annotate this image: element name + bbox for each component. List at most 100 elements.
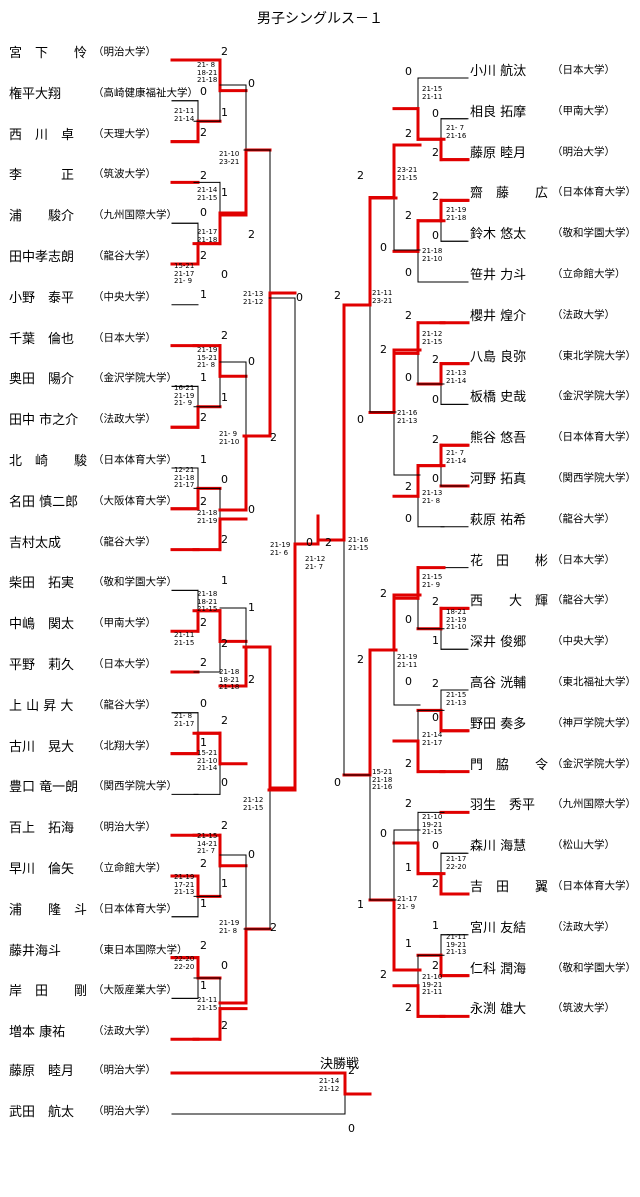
left-player-name: 名田 慎二郎: [9, 494, 79, 510]
match-score: 0: [248, 77, 255, 90]
match-score: 2: [200, 939, 207, 952]
right-player-university: （法政大学）: [552, 308, 615, 321]
right-player-name: 藤原 睦月: [470, 145, 527, 161]
right-player-university: （九州国際大学）: [552, 798, 636, 811]
left-player-university: （日本大学）: [93, 331, 156, 344]
match-score: 2: [221, 819, 228, 832]
right-player-name: 仁科 潤海: [470, 961, 527, 977]
left-player-name: 柴田 拓実: [9, 576, 75, 592]
match-score: 0: [248, 355, 255, 368]
match-score: 2: [432, 190, 439, 203]
game-scores: 15-21 21-17 21- 9: [174, 262, 195, 285]
left-player-university: （関西学院大学）: [93, 780, 177, 793]
match-score: 2: [405, 480, 412, 493]
match-score: 0: [296, 291, 303, 304]
game-scores: 21-12 21-15: [422, 330, 443, 346]
right-player-university: （日本体育大学）: [552, 880, 636, 892]
left-player-name: 百上 拓海: [9, 821, 75, 837]
game-scores: 21- 7 21-16: [446, 124, 467, 140]
match-score: 2: [432, 146, 439, 159]
match-score: 2: [248, 228, 255, 241]
match-score: 1: [221, 877, 228, 890]
match-score: 1: [432, 634, 439, 647]
match-score: 0: [248, 503, 255, 516]
game-scores: 22-20 22-20: [174, 955, 195, 971]
game-scores: 21-10 23-21: [219, 150, 240, 166]
left-player-university: （中央大学）: [93, 290, 156, 303]
left-player-name: 上 山 昇 大: [9, 698, 74, 714]
match-score: 0: [200, 85, 207, 98]
left-player-university: （大阪産業大学）: [93, 984, 177, 997]
match-score: 1: [200, 453, 207, 466]
match-score: 2: [221, 533, 228, 546]
left-player-university: （甲南大学）: [93, 617, 156, 630]
game-scores: 21-13 21-12: [243, 290, 264, 306]
game-scores: 21-16 21-15: [348, 536, 369, 552]
match-score: 2: [380, 343, 387, 356]
game-scores: 21-14 21-15: [197, 186, 218, 202]
left-player-name: 奥田 陽介: [9, 372, 75, 388]
match-score: 0: [248, 848, 255, 861]
match-score: 1: [200, 288, 207, 301]
match-score: 2: [200, 495, 207, 508]
game-scores: 21-18 18-21 21-18: [219, 668, 240, 691]
right-player-name: 吉 田 翼: [470, 880, 549, 895]
match-score: 0: [405, 512, 412, 525]
right-player-name: 宮川 友結: [470, 920, 527, 936]
game-scores: 21-19 21- 6: [270, 541, 291, 557]
game-scores: 21-12 21-15: [243, 796, 264, 812]
left-player-name: 早川 倫矢: [9, 862, 75, 877]
game-scores: 21-11 21-15: [197, 996, 218, 1012]
left-player-name: 李 正: [9, 168, 75, 184]
match-score: 2: [270, 431, 277, 444]
match-score: 1: [221, 574, 228, 587]
game-scores: 21-19 17-21 21-13: [174, 873, 195, 896]
game-scores: 21-17 22-20: [446, 855, 467, 871]
right-player-university: （金沢学院大学）: [552, 390, 636, 403]
game-scores: 15-21 21-18 21-16: [372, 768, 393, 791]
left-player-university: （高崎健康福祉大学）: [93, 86, 198, 99]
right-player-university: （敬和学園大学）: [552, 961, 636, 974]
match-score: 0: [221, 959, 228, 972]
match-score: 2: [405, 757, 412, 770]
left-player-university: （明治大学）: [93, 821, 156, 834]
right-player-name: 高谷 洸輔: [470, 676, 527, 691]
right-player-name: 永渕 雄大: [470, 1002, 527, 1018]
left-player-name: 古川 晃大: [9, 739, 75, 755]
game-scores: 21-17 21-18: [197, 228, 218, 244]
match-score: 2: [248, 673, 255, 686]
match-score: 1: [221, 186, 228, 199]
game-scores: 21-18 21-10: [422, 247, 443, 263]
left-player-name: 宮 下 怜: [9, 46, 88, 61]
left-player-university: （筑波大学）: [93, 168, 156, 181]
match-score: 2: [200, 126, 207, 139]
final-score: 0: [348, 1122, 355, 1135]
left-player-university: （法政大学）: [93, 413, 156, 426]
right-player-name: 熊谷 悠吾: [470, 431, 527, 447]
left-player-name: 千葉 倫也: [9, 331, 75, 347]
match-score: 0: [221, 776, 228, 789]
game-scores: 21-18 21-19: [197, 509, 218, 525]
match-score: 0: [405, 675, 412, 688]
right-player-name: 森川 海慧: [470, 839, 527, 855]
left-player-name: 小野 泰平: [9, 290, 75, 306]
left-player-university: （金沢学院大学）: [93, 372, 177, 385]
right-player-university: （龍谷大学）: [552, 594, 615, 607]
match-score: 2: [200, 857, 207, 870]
right-player-university: （松山大学）: [552, 839, 615, 852]
match-score: 2: [432, 433, 439, 446]
right-player-name: 門 脇 令: [470, 757, 549, 773]
game-scores: 21-15 21-13: [446, 691, 467, 707]
match-score: 2: [221, 45, 228, 58]
game-scores: 21-11 21-15: [174, 631, 195, 647]
match-score: 2: [357, 653, 364, 666]
game-scores: 21-11 23-21: [372, 289, 393, 305]
game-scores: 21-13 21- 8: [422, 489, 443, 505]
match-score: 2: [432, 595, 439, 608]
right-player-name: 野田 奏多: [470, 716, 527, 732]
page-title: 男子シングルス－１: [257, 11, 383, 27]
game-scores: 12-21 21-18 21-17: [174, 466, 195, 489]
game-scores: 21- 8 21-17: [174, 712, 195, 728]
game-scores: 21- 9 21-10: [219, 430, 240, 446]
final-player-university: （明治大学）: [93, 1064, 156, 1076]
